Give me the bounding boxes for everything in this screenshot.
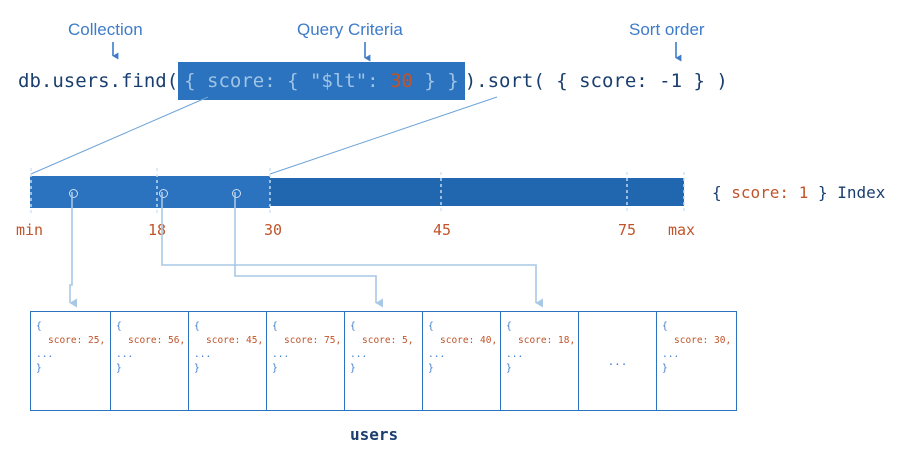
doc-close-brace: } bbox=[662, 363, 668, 374]
connector-key-to-doc-1 bbox=[69, 192, 77, 308]
connector-key-to-doc-7 bbox=[161, 192, 543, 308]
doc-ellipsis: ... bbox=[662, 349, 680, 360]
query-criteria-value: 30 bbox=[390, 70, 413, 92]
doc-score: score: 40, bbox=[440, 335, 498, 346]
doc-score: score: 45, bbox=[206, 335, 264, 346]
tick-label-min: min bbox=[16, 221, 44, 239]
query-criteria-suffix: } } bbox=[412, 70, 459, 92]
document-box[interactable]: { score: 30, ... } bbox=[656, 311, 737, 411]
document-box[interactable]: { score: 45, ... } bbox=[188, 311, 266, 411]
doc-open-brace: { bbox=[272, 321, 278, 332]
doc-score: score: 75, bbox=[284, 335, 342, 346]
doc-open-brace: { bbox=[662, 321, 668, 332]
doc-score: score: 56, bbox=[128, 335, 186, 346]
index-caption: { score: 1 } Index bbox=[712, 183, 885, 202]
tick-label-max: max bbox=[668, 221, 696, 239]
query-statement: db.users.find( { score: { "$lt": 30 } } … bbox=[18, 62, 728, 100]
tick-label-30: 30 bbox=[264, 221, 283, 239]
doc-ellipsis: ... bbox=[506, 349, 524, 360]
document-collection-row: { score: 25, ... } { score: 56, ... } { … bbox=[30, 311, 737, 411]
index-key-marker bbox=[69, 189, 78, 198]
doc-score: score: 18, bbox=[518, 335, 576, 346]
doc-close-brace: } bbox=[350, 363, 356, 374]
document-body: { score: 56, ... } bbox=[116, 320, 185, 376]
doc-ellipsis: ... bbox=[272, 349, 290, 360]
index-caption-open: { bbox=[712, 183, 732, 202]
doc-close-brace: } bbox=[36, 363, 42, 374]
document-body: { score: 30, ... } bbox=[662, 320, 733, 376]
connector-key-to-doc-5 bbox=[234, 192, 383, 308]
index-key-marker bbox=[159, 189, 168, 198]
doc-ellipsis: ... bbox=[350, 349, 368, 360]
callout-line-left bbox=[30, 96, 209, 175]
query-suffix: ).sort( { score: -1 } ) bbox=[464, 70, 728, 92]
tick-label-45: 45 bbox=[433, 221, 452, 239]
doc-ellipsis: ... bbox=[607, 354, 628, 368]
document-box-ellipsis[interactable]: ... bbox=[578, 311, 656, 411]
document-box[interactable]: { score: 75, ... } bbox=[266, 311, 344, 411]
doc-close-brace: } bbox=[506, 363, 512, 374]
doc-close-brace: } bbox=[272, 363, 278, 374]
document-box[interactable]: { score: 18, ... } bbox=[500, 311, 578, 411]
doc-open-brace: { bbox=[194, 321, 200, 332]
doc-open-brace: { bbox=[116, 321, 122, 332]
doc-ellipsis: ... bbox=[428, 349, 446, 360]
document-body: { score: 25, ... } bbox=[36, 320, 107, 376]
doc-close-brace: } bbox=[428, 363, 434, 374]
document-body: { score: 5, ... } bbox=[350, 320, 419, 376]
doc-open-brace: { bbox=[350, 321, 356, 332]
document-body: { score: 18, ... } bbox=[506, 320, 575, 376]
callout-line-right bbox=[269, 96, 498, 175]
document-box[interactable]: { score: 56, ... } bbox=[110, 311, 188, 411]
doc-ellipsis: ... bbox=[194, 349, 212, 360]
tick-label-18: 18 bbox=[148, 221, 167, 239]
doc-ellipsis: ... bbox=[116, 349, 134, 360]
document-body: { score: 40, ... } bbox=[428, 320, 497, 376]
query-criteria-highlight[interactable]: { score: { "$lt": 30 } } bbox=[178, 62, 465, 100]
index-caption-key: score: 1 bbox=[731, 183, 809, 202]
doc-close-brace: } bbox=[194, 363, 200, 374]
callout-label-collection: Collection bbox=[68, 20, 143, 39]
query-prefix: db.users.find( bbox=[18, 70, 179, 92]
callout-label-query-criteria: Query Criteria bbox=[297, 20, 403, 39]
documents-caption: users bbox=[350, 425, 399, 444]
doc-open-brace: { bbox=[36, 321, 42, 332]
document-box[interactable]: { score: 25, ... } bbox=[30, 311, 110, 411]
index-key-marker bbox=[232, 189, 241, 198]
document-box[interactable]: { score: 40, ... } bbox=[422, 311, 500, 411]
doc-close-brace: } bbox=[116, 363, 122, 374]
callout-label-sort-order: Sort order bbox=[629, 20, 705, 39]
doc-score: score: 5, bbox=[362, 335, 414, 346]
document-box[interactable]: { score: 5, ... } bbox=[344, 311, 422, 411]
doc-ellipsis: ... bbox=[36, 349, 54, 360]
doc-open-brace: { bbox=[506, 321, 512, 332]
document-body: { score: 75, ... } bbox=[272, 320, 341, 376]
doc-open-brace: { bbox=[428, 321, 434, 332]
document-body: { score: 45, ... } bbox=[194, 320, 263, 376]
index-bar-remaining-range bbox=[270, 178, 684, 206]
doc-score: score: 25, bbox=[48, 335, 106, 346]
query-criteria-text: { score: { "$lt": bbox=[184, 70, 391, 92]
index-caption-close: } Index bbox=[808, 183, 886, 202]
tick-label-75: 75 bbox=[618, 221, 637, 239]
doc-score: score: 30, bbox=[674, 335, 732, 346]
